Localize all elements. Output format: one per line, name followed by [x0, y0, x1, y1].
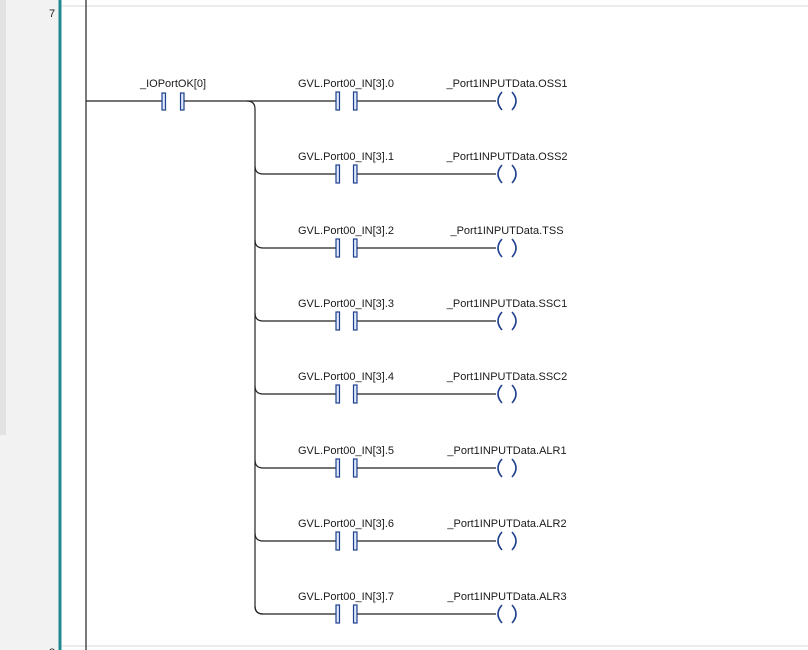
coil-right-arc-icon[interactable] [511, 531, 517, 551]
branch-coil-label: _Port1INPUTData.OSS1 [445, 78, 567, 90]
branch-contact-label: GVL.Port00_IN[3].2 [298, 225, 394, 237]
branch-coil-label: _Port1INPUTData.TSS [449, 225, 563, 237]
branch-contact-label: GVL.Port00_IN[3].3 [298, 298, 394, 310]
left-gutter [0, 0, 60, 650]
branch-wire-in [254, 312, 336, 322]
branch-contact-right-bar[interactable] [352, 311, 358, 331]
branch-contact-right-bar[interactable] [352, 91, 358, 111]
branch-contact-label: GVL.Port00_IN[3].4 [298, 371, 394, 383]
branch-contact-label: GVL.Port00_IN[3].6 [298, 518, 394, 530]
branch-coil-label: _Port1INPUTData.ALR2 [446, 518, 566, 530]
input-contact-right-bar [179, 92, 185, 111]
branch-coil-label: _Port1INPUTData.ALR1 [446, 445, 566, 457]
branch-contact-right-bar[interactable] [352, 384, 358, 404]
branch-coil-label: _Port1INPUTData.SSC2 [446, 371, 567, 383]
branch-row: GVL.Port00_IN[3].5 _Port1INPUTData.ALR1 [254, 445, 567, 478]
coil-right-arc-icon[interactable] [511, 458, 517, 478]
next-rung-number[interactable]: 8 [49, 647, 55, 650]
branch-contact-right-bar[interactable] [352, 458, 358, 478]
branch-coil-label: _Port1INPUTData.ALR3 [446, 591, 566, 603]
output-branches: GVL.Port00_IN[3].0_Port1INPUTData.OSS1GV… [247, 78, 568, 624]
branch-row: GVL.Port00_IN[3].0 _Port1INPUTData.OSS1 [247, 78, 568, 111]
branch-row: GVL.Port00_IN[3].3 _Port1INPUTData.SSC1 [254, 298, 567, 331]
branch-wire-in [254, 239, 336, 249]
branch-wire-in [254, 605, 336, 615]
branch-contact-right-bar[interactable] [352, 164, 358, 184]
coil-left-arc-icon[interactable] [497, 384, 503, 404]
coil-right-arc-icon[interactable] [511, 604, 517, 624]
branch-contact-left-bar[interactable] [335, 311, 341, 331]
branch-bus [246, 100, 264, 615]
branch-contact-left-bar[interactable] [335, 164, 341, 184]
rung-number[interactable]: 7 [49, 8, 55, 20]
branch-row: GVL.Port00_IN[3].4 _Port1INPUTData.SSC2 [254, 371, 567, 404]
branch-wire-in [254, 459, 336, 469]
branch-contact-left-bar[interactable] [335, 458, 341, 478]
coil-left-arc-icon[interactable] [497, 604, 503, 624]
input-contact-left-bar [161, 92, 167, 111]
branch-wire-in [254, 385, 336, 395]
coil-left-arc-icon[interactable] [497, 458, 503, 478]
coil-right-arc-icon[interactable] [511, 311, 517, 331]
branch-coil-label: _Port1INPUTData.OSS2 [445, 151, 567, 163]
branch-row: GVL.Port00_IN[3].7 _Port1INPUTData.ALR3 [254, 591, 567, 624]
scroll-margin [0, 0, 6, 435]
branch-wire-in [254, 165, 336, 175]
coil-right-arc-icon[interactable] [511, 384, 517, 404]
branch-row: GVL.Port00_IN[3].1 _Port1INPUTData.OSS2 [254, 151, 568, 184]
input-contact-label: _IOPortOK[0] [139, 78, 206, 90]
coil-left-arc-icon[interactable] [497, 238, 503, 258]
coil-left-arc-icon[interactable] [497, 311, 503, 331]
branch-contact-left-bar[interactable] [335, 604, 341, 624]
branch-contact-label: GVL.Port00_IN[3].7 [298, 591, 394, 603]
branch-coil-label: _Port1INPUTData.SSC1 [446, 298, 567, 310]
branch-row: GVL.Port00_IN[3].2 _Port1INPUTData.TSS [254, 225, 564, 258]
branch-contact-left-bar[interactable] [335, 531, 341, 551]
coil-right-arc-icon[interactable] [511, 164, 517, 184]
coil-right-arc-icon[interactable] [511, 238, 517, 258]
branch-contact-label: GVL.Port00_IN[3].0 [298, 78, 394, 90]
branch-row: GVL.Port00_IN[3].6 _Port1INPUTData.ALR2 [254, 518, 567, 551]
branch-contact-label: GVL.Port00_IN[3].1 [298, 151, 394, 163]
branch-contact-right-bar[interactable] [352, 238, 358, 258]
branch-contact-left-bar[interactable] [335, 384, 341, 404]
branch-contact-label: GVL.Port00_IN[3].5 [298, 445, 394, 457]
branch-contact-left-bar[interactable] [335, 91, 341, 111]
branch-wire-in [254, 532, 336, 542]
branch-contact-left-bar[interactable] [335, 238, 341, 258]
coil-left-arc-icon[interactable] [497, 164, 503, 184]
coil-right-arc-icon[interactable] [511, 91, 517, 111]
branch-contact-right-bar[interactable] [352, 531, 358, 551]
input-contact[interactable]: _IOPortOK[0] [86, 78, 247, 111]
coil-left-arc-icon[interactable] [497, 91, 503, 111]
coil-left-arc-icon[interactable] [497, 531, 503, 551]
branch-contact-right-bar[interactable] [352, 604, 358, 624]
